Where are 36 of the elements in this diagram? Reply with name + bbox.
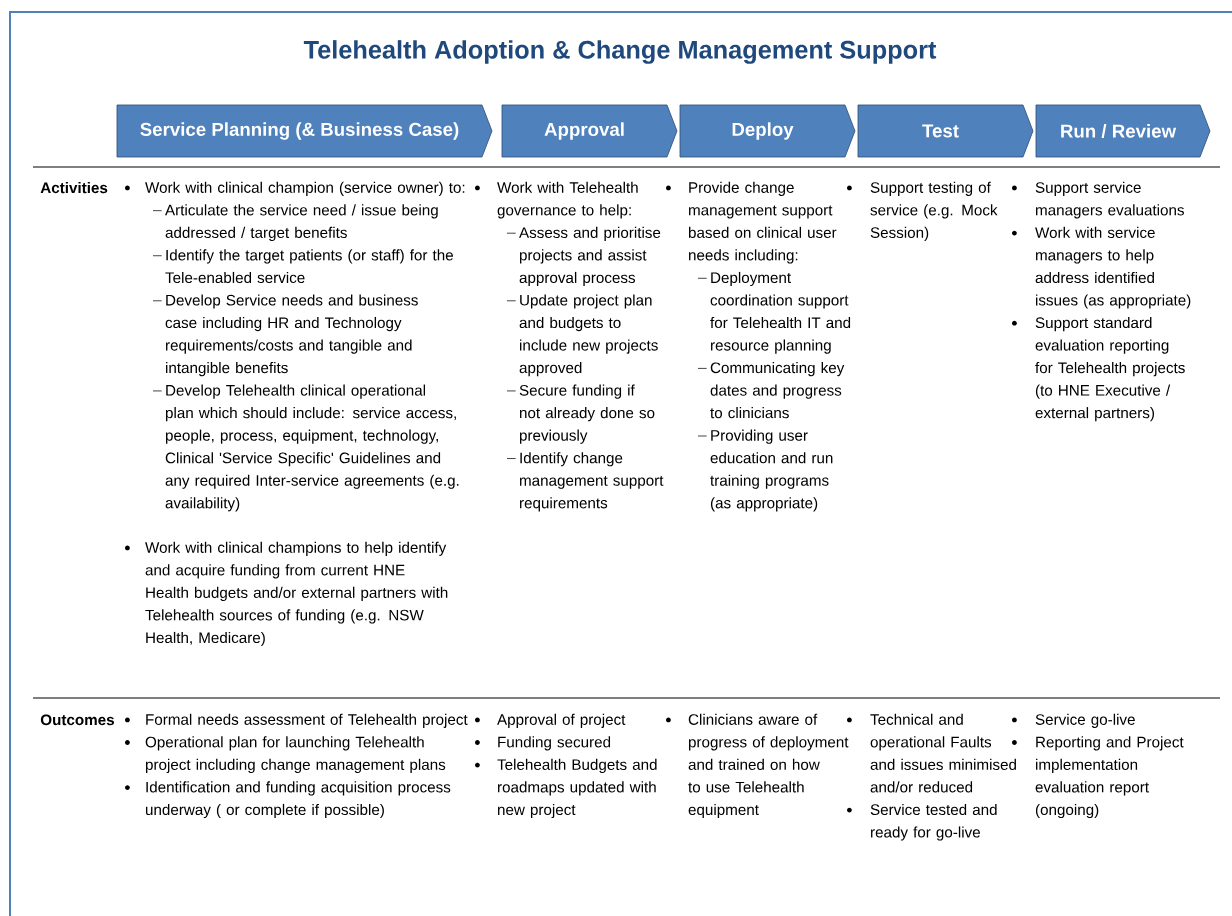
chevron-step: Service Planning (& Business Case) xyxy=(116,104,493,158)
bullet-item: Support standard evaluation reporting for Telehealth projects (to HNE Executive / external partners) xyxy=(1012,316,1185,422)
bullet-item: Service go-live xyxy=(1012,713,1135,728)
sub-item: Communicating key dates and progress to clinicians xyxy=(697,362,845,419)
sub-item: Identify change management support requirements xyxy=(506,452,664,512)
bullet-item: Work with Telehealth governance to help: xyxy=(475,181,638,219)
bullet-item: Operational plan for launching Telehealth project including change management plans xyxy=(125,736,446,773)
sub-item: Secure funding if not already done so previously xyxy=(506,384,655,444)
sub-item: Providing user education and run training programs (as appropriate) xyxy=(697,429,833,512)
bullet-item: Service tested and ready for go-live xyxy=(847,803,997,841)
sub-item: Develop Telehealth clinical operational plan which should include: service access, people, process, equipment, technology, Clinical 'Service Specific' Guidelines and any required Inter-service agreements (e.g. availability) xyxy=(152,384,459,512)
bullet-item: Formal needs assessment of Telehealth project xyxy=(125,713,468,728)
bullet-item: Approval of project xyxy=(475,713,626,728)
chevron-step: Test xyxy=(857,104,1034,158)
row-header: Outcomes xyxy=(40,714,114,726)
bullet-item: Support testing of service (e.g. Mock Session) xyxy=(847,181,998,241)
bullet-item: Work with clinical champions to help identify and acquire funding from current HNE Health budgets and/or external partners with Telehealth sources of funding (e.g. NSW Health, Medicare) xyxy=(125,541,448,647)
sub-item: Assess and prioritise projects and assist approval process xyxy=(506,226,661,287)
sub-item: Update project plan and budgets to include new projects approved xyxy=(506,294,658,377)
bullet-item: Support service managers evaluations xyxy=(1012,181,1184,219)
sub-item: Articulate the service need / issue being addressed / target benefits xyxy=(152,204,438,241)
bullet-item: Work with service managers to help address identified issues (as appropriate) xyxy=(1012,226,1191,309)
sub-item: Deployment coordination support for Telehealth IT and resource planning xyxy=(697,271,851,354)
title: Telehealth Adoption & Change Management Support xyxy=(303,40,937,64)
bullet-item: Clinicians aware of progress of deployment and trained on how to use Telehealth equipment xyxy=(666,713,849,819)
chevron-step: Deploy xyxy=(679,104,856,158)
bullet-item: Funding secured xyxy=(475,736,611,751)
row-header: Activities xyxy=(40,182,108,194)
bullet-item: Telehealth Budgets and roadmaps updated with new project xyxy=(475,758,657,819)
sub-item: Develop Service needs and business case including HR and Technology requirements/costs and tangible and intangible benefits xyxy=(152,294,418,377)
chevron-step: Run / Review xyxy=(1035,104,1211,158)
bullet-item: Identification and funding acquisition process underway ( or complete if possible) xyxy=(125,781,451,819)
sub-item: Identify the target patients (or staff) for the Tele-enabled service xyxy=(152,249,453,284)
bullet-item: Work with clinical champion (service owner) to: xyxy=(125,181,465,196)
bullet-item: Provide change management support based on clinical user needs including: xyxy=(666,181,837,264)
chevron-step: Approval xyxy=(501,104,678,158)
